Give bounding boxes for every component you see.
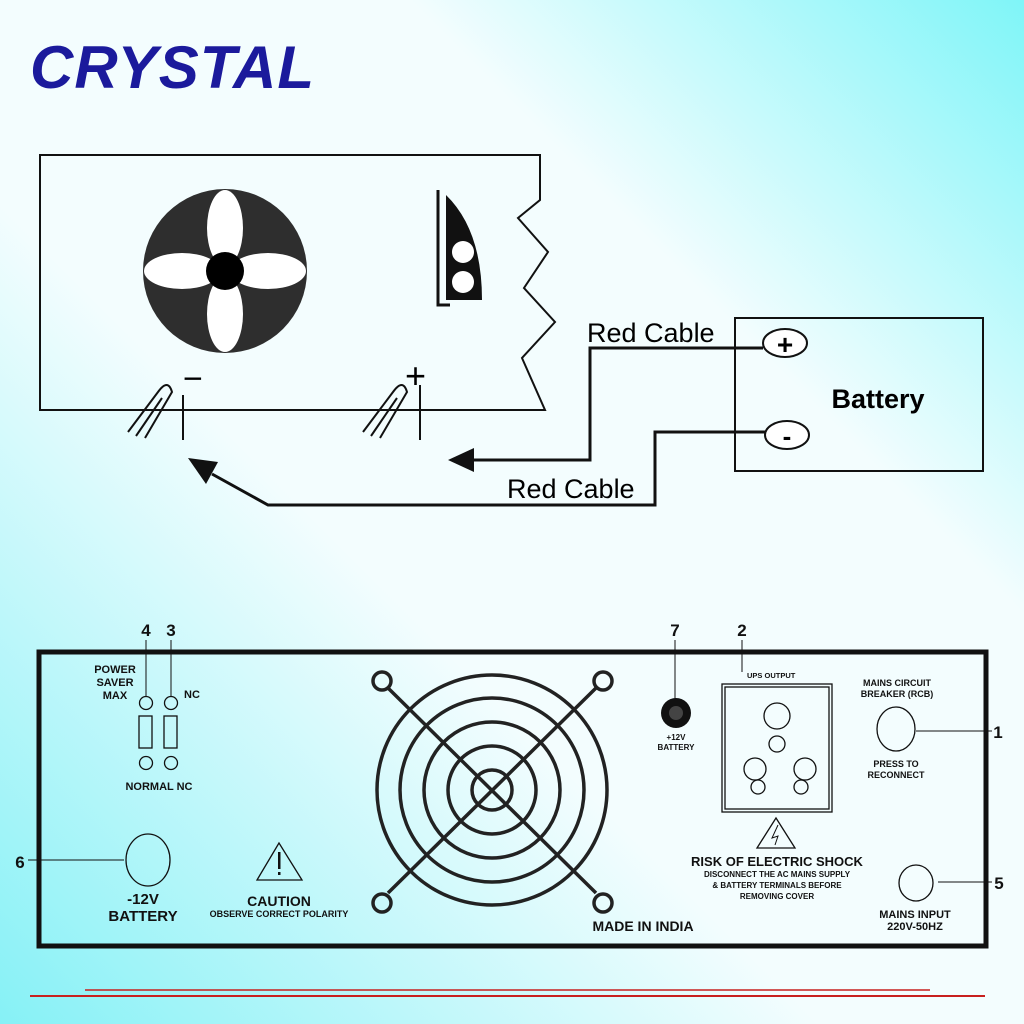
negative-terminal-icon — [127, 384, 184, 440]
fan-icon — [143, 189, 307, 353]
cable-top-label: Red Cable — [587, 318, 715, 348]
positive-terminal-icon — [362, 384, 421, 440]
negative-cable — [211, 430, 765, 507]
battery-label: Battery — [831, 384, 924, 414]
nc-label: NC — [184, 689, 200, 701]
callout-3: 3 — [166, 621, 175, 640]
rcb-reset-button[interactable] — [876, 706, 916, 752]
rcb-label: BREAKER (RCB) — [861, 689, 934, 699]
normal-nc-label: NORMAL NC — [125, 781, 192, 793]
made-in-india-label: MADE IN INDIA — [592, 918, 693, 934]
battery-box — [734, 317, 984, 472]
arrow-icon — [188, 458, 218, 484]
rcb-label: MAINS CIRCUIT — [863, 678, 931, 688]
caution-icon — [255, 841, 304, 881]
callout-7: 7 — [670, 621, 679, 640]
shock-warning-line: REMOVING COVER — [740, 892, 814, 901]
neg-battery-label: BATTERY — [108, 908, 177, 925]
callout-4: 4 — [141, 621, 151, 640]
caution-subtitle: OBSERVE CORRECT POLARITY — [210, 909, 349, 919]
ups-output-socket[interactable] — [721, 683, 833, 813]
callout-2: 2 — [737, 621, 746, 640]
mains-input-label: MAINS INPUT — [879, 909, 951, 921]
mains-input-socket[interactable] — [898, 864, 934, 902]
arrow-icon — [448, 448, 474, 472]
shock-warning-line: DISCONNECT THE AC MAINS SUPPLY — [704, 870, 851, 879]
caution-title: CAUTION — [247, 893, 311, 909]
vent-icon — [436, 190, 482, 307]
power-saver-label: MAX — [103, 690, 128, 702]
press-to-reconnect-label: PRESS TO — [873, 759, 918, 769]
callout-6: 6 — [15, 853, 24, 872]
battery-minus-label: - — [783, 421, 792, 451]
battery-plus-label: + — [777, 329, 793, 360]
inverter-outline — [39, 154, 557, 411]
battery-minus-terminal — [764, 420, 810, 450]
negative-battery-terminal[interactable] — [125, 833, 171, 887]
pos-battery-label: +12V — [667, 733, 687, 742]
nc-switch[interactable] — [163, 695, 179, 771]
mains-input-label: 220V-50HZ — [887, 921, 943, 933]
neg-battery-label: -12V — [127, 891, 159, 908]
pos-battery-label: BATTERY — [658, 743, 696, 752]
positive-battery-terminal[interactable] — [661, 698, 691, 728]
battery-plus-terminal — [762, 328, 808, 358]
shock-warning-title: RISK OF ELECTRIC SHOCK — [691, 854, 864, 869]
power-saver-label: SAVER — [96, 677, 133, 689]
positive-cable — [472, 346, 763, 462]
rear-panel — [36, 649, 989, 949]
shock-warning-line: & BATTERY TERMINALS BEFORE — [712, 881, 842, 890]
cable-bottom-label: Red Cable — [507, 474, 635, 504]
inverter-plus-label: + — [405, 355, 426, 396]
electric-shock-icon — [755, 816, 797, 849]
ups-output-label: UPS OUTPUT — [747, 671, 796, 680]
crystal-logo: CRYSTAL — [30, 34, 314, 101]
fan-grill-icon — [371, 670, 614, 914]
power-saver-label: POWER — [94, 664, 136, 676]
callout-5: 5 — [994, 874, 1003, 893]
press-to-reconnect-label: RECONNECT — [867, 770, 925, 780]
power-saver-switch[interactable] — [138, 695, 154, 771]
inverter-minus-label: − — [183, 360, 203, 398]
callout-1: 1 — [993, 723, 1002, 742]
